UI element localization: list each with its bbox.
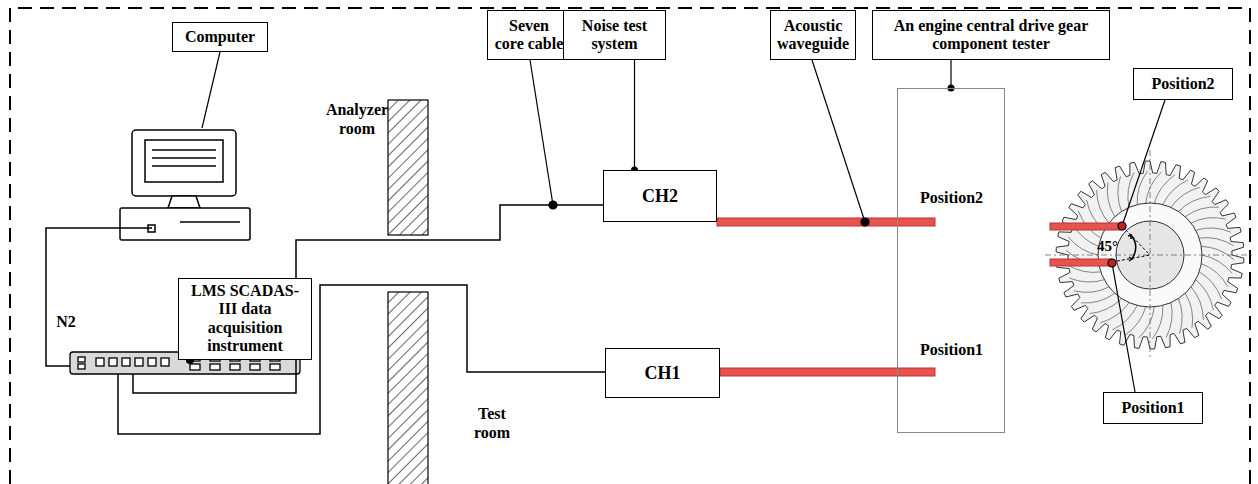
signal-name: N2 — [50, 312, 82, 331]
port — [122, 358, 130, 366]
computer-icon — [120, 130, 250, 240]
label-box: An engine central drive gear component t… — [872, 10, 1110, 60]
tooth-line — [1139, 307, 1155, 338]
tooth-line — [1166, 303, 1172, 338]
wall — [388, 292, 428, 484]
port — [190, 364, 200, 370]
tooth-line — [1199, 272, 1221, 299]
leader-line — [631, 60, 638, 174]
port — [270, 364, 280, 370]
tooth-line — [1107, 182, 1114, 216]
tooth-line — [1090, 299, 1122, 314]
label-box: Acoustic waveguide — [770, 10, 856, 60]
node-text: Position1 — [1121, 399, 1184, 417]
node-text: An engine central drive gear component t… — [879, 17, 1103, 54]
room-label: Test room — [462, 404, 522, 442]
tooth-line — [1163, 180, 1188, 205]
port — [109, 358, 117, 366]
node-text: Acoustic waveguide — [777, 17, 849, 54]
port — [96, 358, 104, 366]
tooth-line — [1118, 176, 1122, 211]
tooth-line — [1185, 207, 1219, 217]
tooth-line — [1202, 255, 1232, 273]
port — [78, 364, 85, 369]
tooth-line — [1112, 305, 1137, 330]
node-text: Noise test system — [570, 17, 659, 54]
tester-box: Position2Position1 — [897, 88, 1005, 433]
label-box: Computer — [172, 22, 268, 52]
leader-line — [948, 60, 955, 92]
tooth-line — [1171, 187, 1200, 207]
tooth-line — [1069, 278, 1104, 282]
node-text: Position2 — [1151, 75, 1214, 93]
cable — [46, 205, 605, 434]
port — [250, 364, 260, 370]
tooth-line — [1154, 175, 1175, 203]
leader-line — [187, 52, 1166, 392]
port — [161, 358, 169, 366]
channel-box: CH1 — [605, 348, 720, 398]
room-label: Analyzer room — [322, 100, 392, 138]
waveguide — [717, 218, 935, 226]
tooth-line — [1125, 307, 1146, 335]
connector-line — [634, 60, 635, 170]
callout-box: Position2 — [1133, 68, 1233, 100]
tooth-line — [1178, 196, 1210, 211]
port — [210, 364, 220, 370]
wall — [388, 100, 428, 235]
angle-label: 45° — [1097, 237, 1127, 255]
tooth-line — [1185, 293, 1192, 327]
label-box: Seven core cable — [487, 10, 571, 60]
tooth-line — [1196, 280, 1214, 310]
node-text: Position1 — [920, 341, 983, 359]
label-box: Noise test system — [563, 10, 666, 60]
connector-line — [950, 60, 951, 88]
tooth-line — [1081, 293, 1115, 303]
node-text: CH2 — [642, 186, 678, 207]
port — [148, 358, 156, 366]
tooth-line — [1068, 237, 1098, 255]
tooth-line — [1201, 264, 1228, 287]
node-text: Position2 — [920, 189, 983, 207]
tooth-line — [1199, 238, 1233, 246]
waveguide — [1050, 259, 1112, 266]
node-text: CH1 — [645, 363, 681, 384]
port — [135, 358, 143, 366]
tooth-line — [1074, 287, 1109, 292]
port — [230, 364, 240, 370]
tooth-line — [1191, 218, 1226, 223]
tooth-line — [1146, 172, 1162, 203]
node-text: Computer — [185, 28, 255, 46]
channel-box: CH2 — [603, 170, 717, 222]
tooth-line — [1128, 173, 1134, 208]
node-text: LMS SCADAS-III data acquisition instrume… — [185, 282, 305, 356]
tooth-line — [1100, 303, 1129, 323]
bevel-gear — [1045, 150, 1255, 360]
tooth-line — [1201, 246, 1234, 259]
port — [78, 357, 85, 362]
dashed-frame — [10, 8, 1250, 484]
tooth-line — [1178, 299, 1182, 334]
waveguide — [1050, 223, 1122, 230]
label-box: LMS SCADAS-III data acquisition instrume… — [178, 278, 312, 360]
tooth-line — [1196, 228, 1231, 232]
waveguide — [720, 368, 935, 376]
callout-box: Position1 — [1103, 392, 1203, 424]
node-text: Seven core cable — [494, 17, 564, 54]
